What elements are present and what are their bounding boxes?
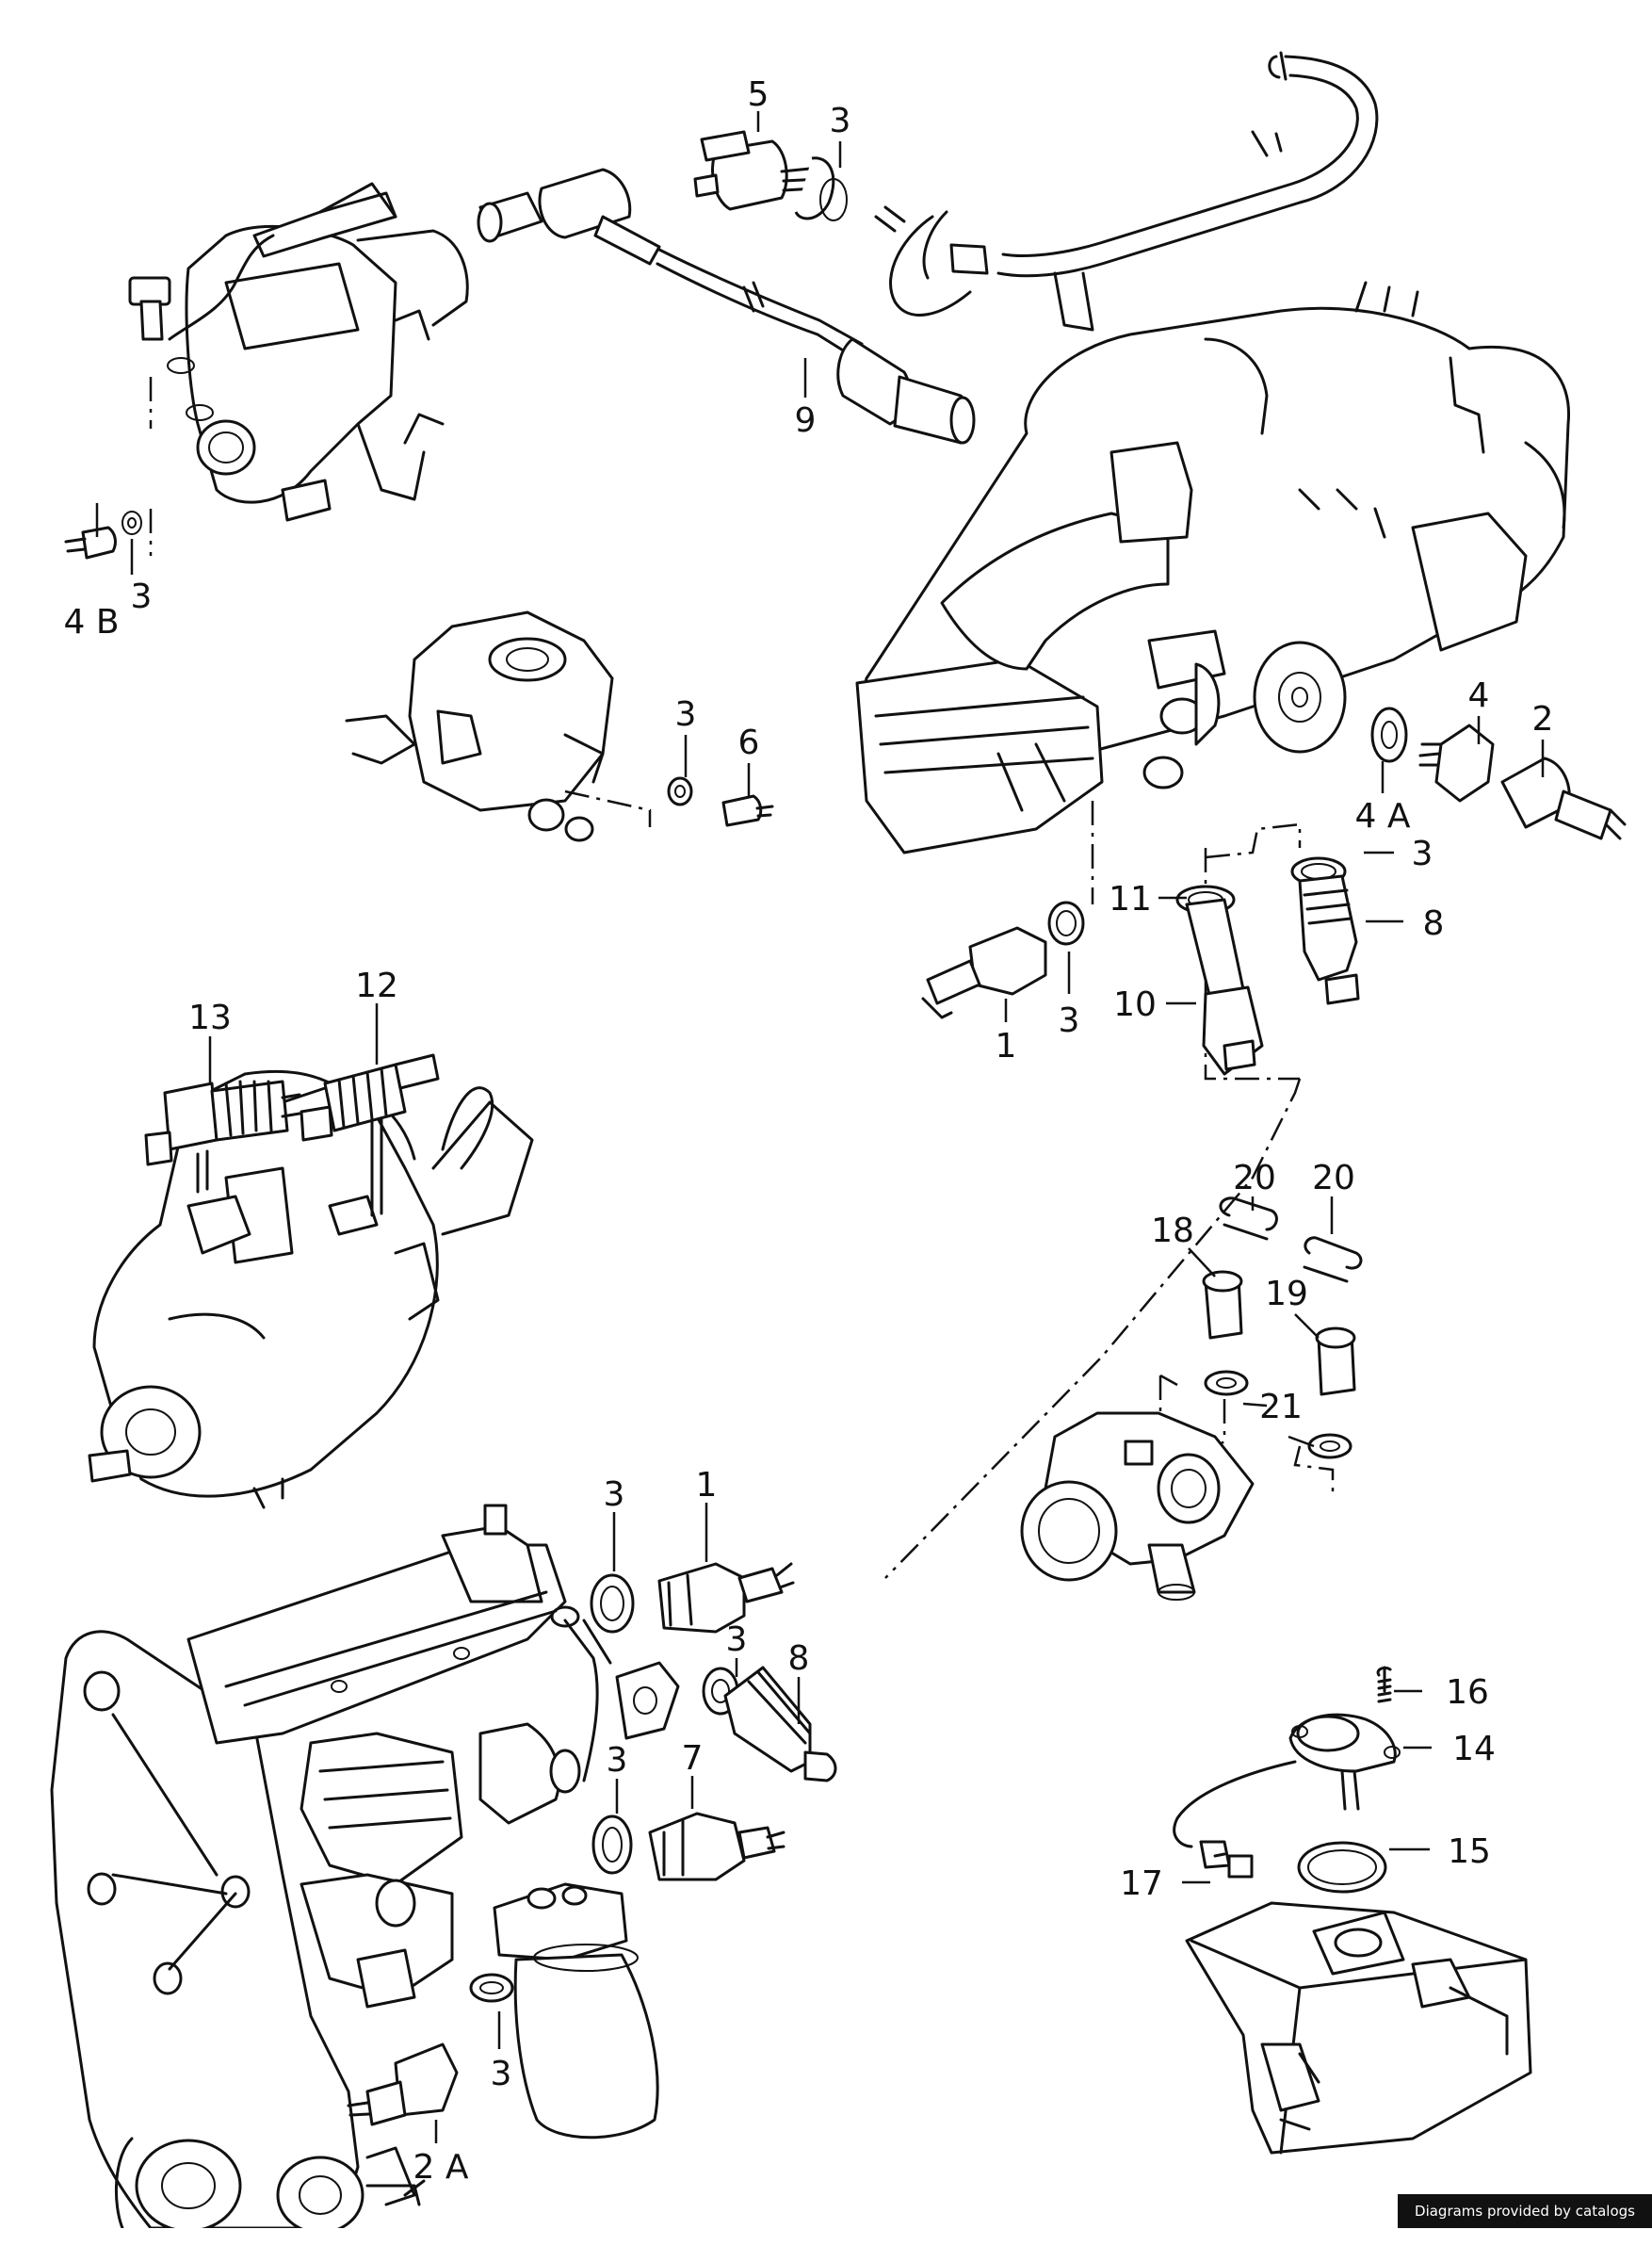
- callout-16: 16: [1446, 1673, 1489, 1712]
- inline-engine-sensors: [347, 1562, 837, 2206]
- fuel-gauge-sender-14: [1173, 1666, 1532, 2155]
- callout-10: 10: [1113, 985, 1157, 1024]
- solenoid-valve-13: [144, 1080, 301, 1194]
- callout-14: 14: [1452, 1730, 1496, 1768]
- thermostat-housing-4b-area: [64, 182, 469, 560]
- callout-2a: 2 A: [413, 2148, 469, 2187]
- injection-pump: [88, 1069, 534, 1509]
- callout-1: 1: [696, 1466, 718, 1505]
- callout-6: 6: [738, 724, 760, 762]
- callout-19: 19: [1265, 1275, 1308, 1313]
- coolant-flange-18-21: [1020, 1196, 1363, 1601]
- callout-18: 18: [1151, 1212, 1194, 1250]
- callout-12: 12: [355, 967, 398, 1005]
- temperature-sender-5: [693, 130, 848, 221]
- callout-3: 3: [1412, 835, 1433, 873]
- callout-21: 21: [1259, 1388, 1303, 1426]
- callout-3: 3: [491, 2055, 512, 2093]
- callout-4: 4: [1468, 676, 1490, 715]
- solenoid-valve-12: [300, 1053, 440, 1217]
- boxer-engine: [855, 281, 1571, 854]
- callout-9: 9: [795, 401, 817, 440]
- sensors-below-engine: [884, 801, 1360, 1579]
- callout-15: 15: [1448, 1832, 1491, 1871]
- callout-2: 2: [1532, 700, 1554, 739]
- callout-13: 13: [188, 999, 232, 1037]
- callout-4a: 4 A: [1355, 797, 1411, 836]
- callout-20: 20: [1312, 1159, 1355, 1197]
- inline-engine: [50, 1504, 612, 2228]
- callout-3: 3: [830, 102, 851, 140]
- callout-labels: 5 3 9 3 4 B 3 6 4 2 4 A 3 11 8 10 1 3 13…: [63, 75, 1553, 2187]
- callout-3: 3: [131, 578, 153, 616]
- callout-8: 8: [788, 1639, 810, 1678]
- callout-5: 5: [748, 75, 769, 114]
- callout-3: 3: [726, 1620, 748, 1659]
- leader-lines: [95, 111, 1545, 2143]
- callout-20: 20: [1233, 1159, 1276, 1197]
- callout-3: 3: [1059, 1001, 1080, 1040]
- sensor-with-cable-9: [477, 168, 976, 445]
- credit-banner: Diagrams provided by catalogs parts: [1398, 2194, 1652, 2254]
- callout-3: 3: [604, 1475, 625, 1514]
- callout-4b: 4 B: [63, 603, 119, 642]
- callout-3: 3: [675, 695, 697, 734]
- callout-7: 7: [682, 1739, 704, 1778]
- oil-filter: [469, 1882, 659, 2140]
- carburetor-sensor-6: [345, 610, 774, 842]
- callout-17: 17: [1120, 1864, 1163, 1903]
- callout-1: 1: [996, 1027, 1017, 1066]
- callout-3: 3: [607, 1741, 628, 1780]
- coolant-pipe-assembly: [874, 51, 1379, 332]
- callout-8: 8: [1423, 904, 1445, 943]
- callout-11: 11: [1109, 880, 1152, 919]
